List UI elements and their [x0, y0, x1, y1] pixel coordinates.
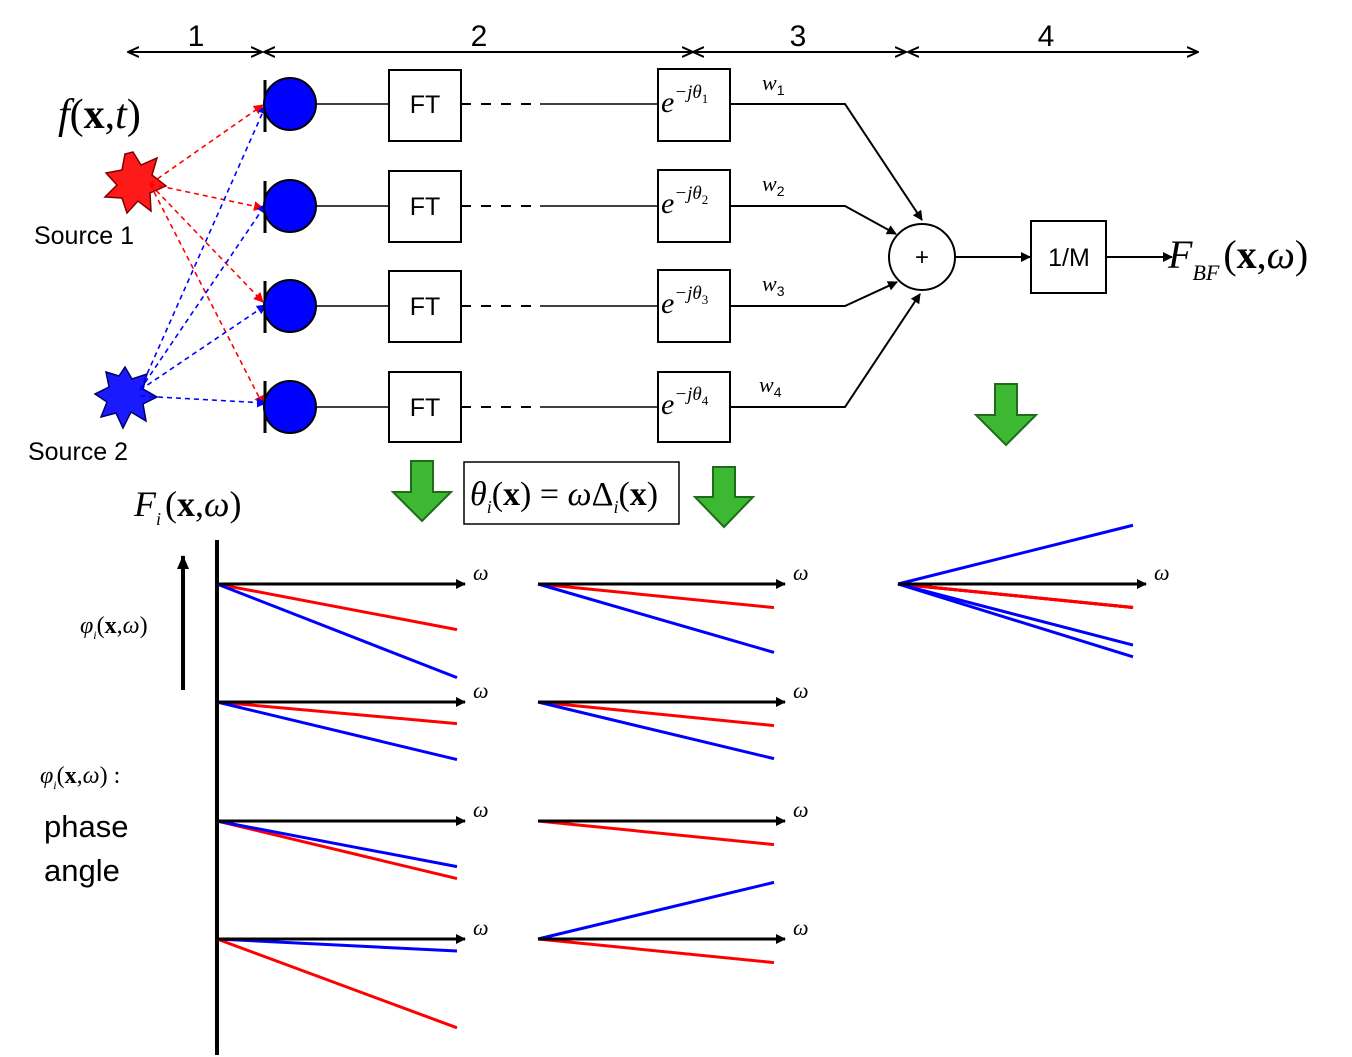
phase-shift-label-1: e−jθ1: [661, 82, 708, 119]
spectrum-4-omega-label: ω: [473, 915, 489, 940]
ft-label-2: FT: [410, 193, 441, 221]
stage-brackets: 1 2 3 4: [128, 20, 1198, 53]
channel-3: FT e−jθ3 w3: [263, 269, 898, 343]
blue-propagation-rays: [139, 104, 267, 408]
ft-label-4: FT: [410, 394, 441, 422]
output-label: FBF(x,ω): [1167, 232, 1308, 285]
phase-shift-label-4: e−jθ4: [661, 384, 709, 421]
combined-blue-phase-line: [897, 582, 1134, 659]
ft-block-3: [388, 270, 462, 343]
weight-label-2: w2: [762, 171, 785, 199]
sensor-2: [263, 179, 317, 233]
phase-shift-block-2: [657, 169, 731, 243]
normalizer-label: 1/M: [1048, 244, 1090, 272]
ft-label-1: FT: [410, 91, 441, 119]
spectrum-3-red-phase-line: [216, 819, 458, 881]
shifted-3-omega-label: ω: [793, 797, 809, 822]
shifted-2-red-phase-line: [537, 700, 775, 728]
normalizer-block: [1030, 220, 1107, 294]
source-2-burst-icon: [93, 365, 159, 430]
phi-legend-label: φi(x,ω) :: [40, 763, 120, 792]
down-arrow-icon: [973, 383, 1039, 447]
weight-label-3: w3: [762, 271, 785, 299]
channel-2: FT e−jθ2 w2: [263, 169, 897, 243]
source-1-label: Source 1: [34, 222, 134, 250]
spectrum-2-red-phase-line: [216, 700, 458, 726]
shifted-4-blue-phase-line: [537, 880, 775, 941]
ft-block-2: [388, 170, 462, 243]
shifted-2-omega-label: ω: [793, 678, 809, 703]
sensor-4: [263, 380, 317, 434]
sensor-3: [263, 279, 317, 333]
combined-omega-label: ω: [1154, 560, 1170, 585]
shifted-4-omega-label: ω: [793, 915, 809, 940]
spectrum-1-blue-phase-line: [216, 582, 458, 679]
shifted-1-blue-phase-line: [537, 582, 775, 654]
spectrum-2-blue-phase-line: [216, 700, 458, 762]
phi-legend-text-line-2: angle: [44, 853, 120, 888]
spectrum-1-omega-label: ω: [473, 560, 489, 585]
stage-4-label: 4: [1038, 20, 1055, 53]
down-arrow-icon: [692, 466, 756, 529]
down-arrow-icon: [390, 460, 454, 523]
stage-3-label: 3: [790, 20, 807, 53]
phase-shift-block-4: [657, 371, 731, 443]
sensor-1: [263, 77, 317, 131]
signal-label: f(x,t): [58, 92, 141, 138]
spectrum-2-omega-label: ω: [473, 678, 489, 703]
shifted-2-blue-phase-line: [537, 700, 775, 761]
combined-red-phase-line: [897, 582, 1134, 609]
theta-equation: θi(x) = ωΔi(x): [470, 476, 658, 517]
red-propagation-rays: [149, 104, 264, 406]
phase-shift-label-2: e−jθ2: [661, 183, 708, 220]
spectrum-3-omega-label: ω: [473, 797, 489, 822]
channel-1: FT e−jθ1 w1: [263, 68, 923, 221]
shifted-3-red-phase-line: [537, 819, 775, 847]
shifted-4-red-phase-line: [537, 937, 775, 965]
stage-2-label: 2: [471, 20, 488, 53]
phi-legend-text-line-1: phase: [44, 809, 128, 844]
source-2-label: Source 2: [28, 438, 128, 466]
source-1-burst-icon: [103, 151, 168, 215]
ft-label-3: FT: [410, 293, 441, 321]
spectrum-4-red-phase-line: [216, 937, 458, 1030]
theta-equation-box: [463, 461, 680, 525]
stage-1-label: 1: [188, 20, 205, 53]
phi-axis-label: φi(x,ω): [80, 613, 148, 642]
combined-blue-phase-line: [897, 523, 1134, 586]
spectrum-4-blue-phase-line: [216, 937, 458, 953]
shifted-1-red-phase-line: [537, 582, 775, 610]
fi-label: Fi(x,ω): [133, 484, 241, 529]
channel-4: FT e−jθ4 w4: [263, 293, 921, 443]
shifted-1-omega-label: ω: [793, 560, 809, 585]
weight-label-1: w1: [762, 70, 785, 98]
weight-label-4: w4: [759, 372, 782, 400]
summer-label: +: [915, 244, 929, 271]
spectrum-3-blue-phase-line: [216, 819, 458, 869]
spectrum-1-red-phase-line: [216, 582, 458, 632]
phase-shift-label-3: e−jθ3: [661, 283, 708, 320]
combined-blue-phase-line: [897, 582, 1134, 647]
green-down-arrows: [390, 383, 1039, 529]
phase-plots: ω ω ω ω ω ω ω ω ω: [216, 523, 1170, 1030]
ft-block-1: [388, 69, 462, 142]
ft-block-4: [388, 371, 462, 443]
